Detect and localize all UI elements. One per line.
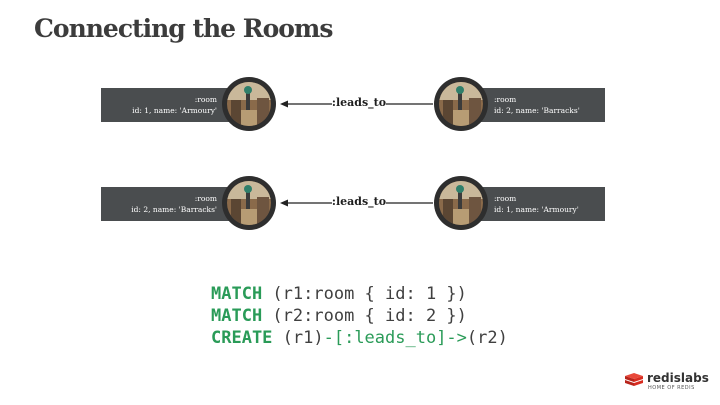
- edge-label: :leads_to: [331, 96, 387, 109]
- code-text: (r2): [466, 328, 508, 348]
- logo-wordmark: redislabs: [647, 371, 709, 385]
- redis-logo-icon: [625, 373, 643, 386]
- room-node-image: [434, 176, 488, 230]
- edge-arrow: [280, 199, 433, 207]
- node-properties: id: 1, name: 'Armoury': [494, 205, 579, 214]
- node-properties: id: 2, name: 'Barracks': [131, 205, 217, 214]
- slide-title: Connecting the Rooms: [34, 14, 333, 43]
- edge-arrow: [280, 100, 433, 108]
- cypher-code-block: MATCH (r1:room { id: 1 }) MATCH (r2:room…: [211, 283, 508, 349]
- code-text: (r1): [272, 328, 324, 348]
- node-properties: id: 1, name: 'Armoury': [132, 106, 217, 115]
- code-text: (r1:room { id: 1 }): [262, 284, 467, 304]
- code-keyword: MATCH: [211, 306, 263, 326]
- room-node-image: [434, 77, 488, 131]
- logo-tagline: HOME OF REDIS: [648, 385, 695, 391]
- room-node-image: [222, 77, 276, 131]
- node-label: :room: [194, 95, 217, 104]
- room-node-image: [222, 176, 276, 230]
- edge-label: :leads_to: [331, 195, 387, 208]
- node-label: :room: [194, 194, 217, 203]
- code-line: MATCH (r1:room { id: 1 }): [211, 283, 508, 305]
- node-properties: id: 2, name: 'Barracks': [494, 106, 580, 115]
- code-line: CREATE (r1)-[:leads_to]->(r2): [211, 327, 508, 349]
- code-text: (r2:room { id: 2 }): [262, 306, 467, 326]
- code-relationship: -[:leads_to]->: [323, 328, 467, 348]
- code-line: MATCH (r2:room { id: 2 }): [211, 305, 508, 327]
- node-label: :room: [494, 194, 517, 203]
- code-keyword: MATCH: [211, 284, 263, 304]
- node-label: :room: [494, 95, 517, 104]
- code-keyword: CREATE: [211, 328, 273, 348]
